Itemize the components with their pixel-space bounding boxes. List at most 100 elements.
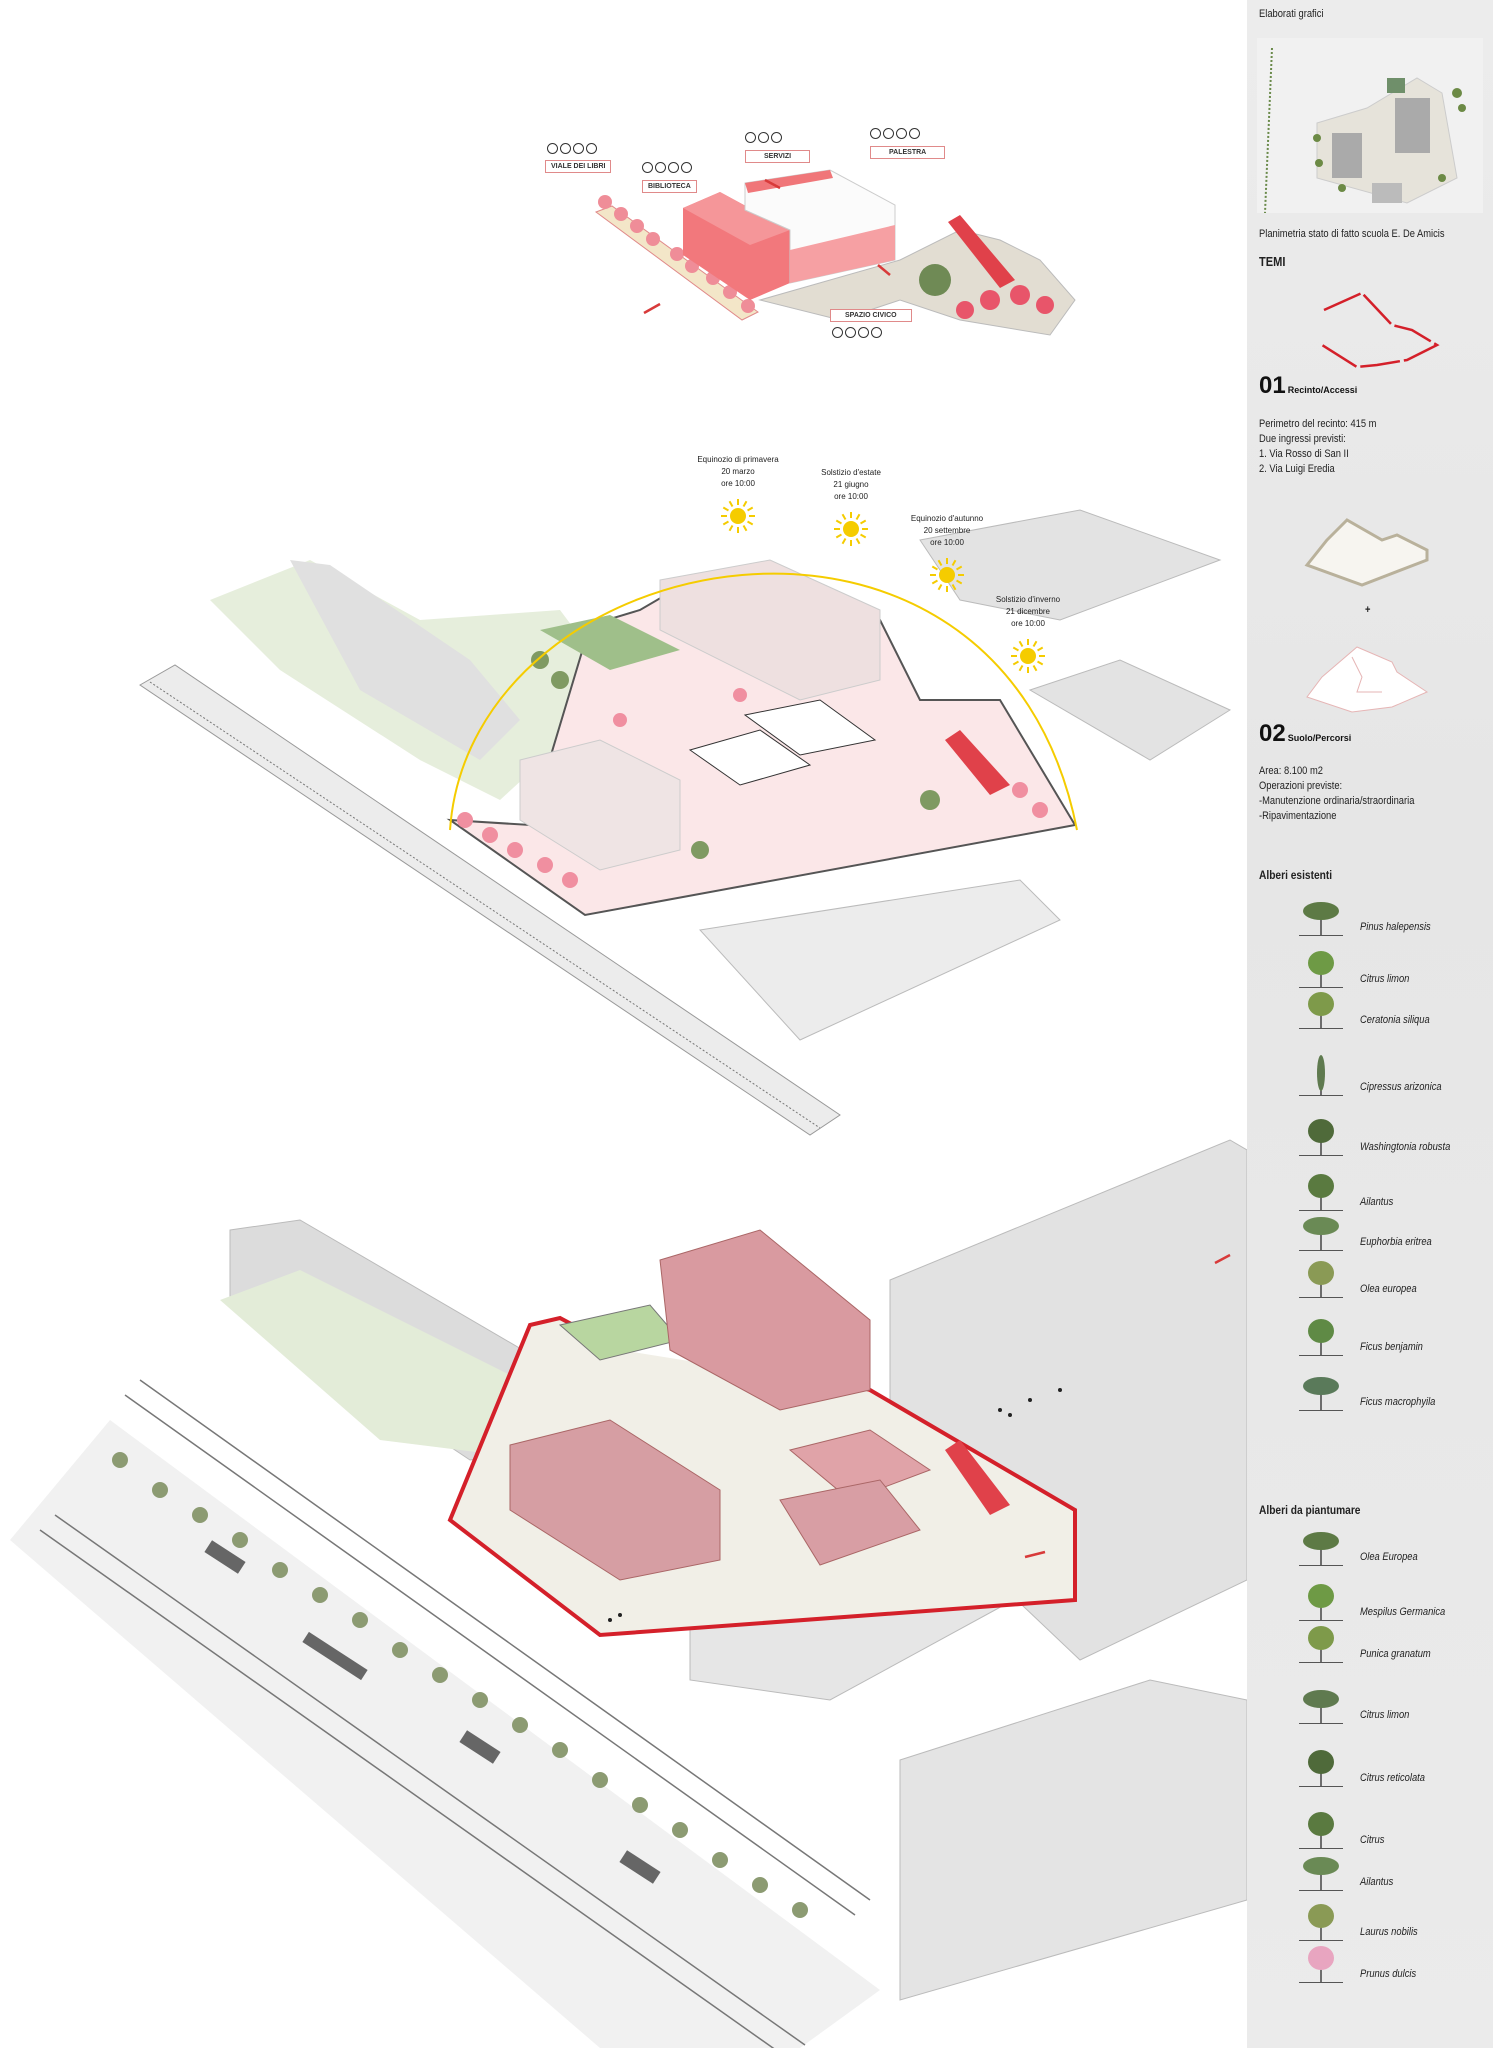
computer-icon	[681, 162, 692, 173]
services-wall	[745, 170, 833, 193]
tree-species-name: Cipressus arizonica	[1360, 1081, 1442, 1093]
tree-icon	[1303, 1690, 1339, 1723]
tree-species-name: Citrus limon	[1360, 973, 1410, 985]
umbrella-icon	[832, 327, 843, 338]
tree-icon	[1303, 1857, 1339, 1890]
bus-icon	[547, 143, 558, 154]
sports-field	[540, 615, 680, 670]
program-axonometric	[594, 169, 1076, 336]
program-diagram: VIALE DEI LIBRI BIBLIOTECA SERVIZI PALES…	[0, 0, 1247, 360]
site-axonometric-drawing	[10, 1139, 1247, 2048]
tree-species-name: Euphorbia eritrea	[1360, 1236, 1432, 1248]
sun-icon	[1011, 639, 1045, 673]
tree-legend-item: Citrus limon	[1247, 1673, 1493, 1733]
terrain	[758, 229, 1076, 336]
tree-species-name: Punica granatum	[1360, 1648, 1431, 1660]
tree-icon	[1308, 1174, 1334, 1210]
ground-line	[1299, 1210, 1343, 1211]
gymnast-icon	[870, 128, 881, 139]
tree-species-name: Ficus benjamin	[1360, 1341, 1423, 1353]
legend-sidebar: Elaborati grafici Planimetria stato di f…	[1247, 0, 1493, 2048]
theme-description-line: 1. Via Rosso di San II	[1259, 448, 1349, 460]
grey-block-bottom	[699, 879, 1061, 1041]
sun-label-time: ore 10:00	[1011, 619, 1045, 628]
sun-icon	[834, 512, 868, 546]
shower-icon	[758, 132, 769, 143]
pergola-red	[948, 215, 1015, 288]
tree-species-name: Ceratonia siliqua	[1360, 1014, 1430, 1026]
tree-species-name: Washingtonia robusta	[1360, 1141, 1451, 1153]
ground-line	[1299, 1848, 1343, 1849]
tree-legend-item: Olea europea	[1247, 1247, 1493, 1307]
sun-arc	[449, 572, 1078, 831]
theme-description-line: Area: 8.100 m2	[1259, 765, 1323, 777]
tree-species-name: Olea Europea	[1360, 1551, 1418, 1563]
school-building-b	[519, 739, 681, 871]
gym-side	[790, 225, 895, 283]
tree-species-name: Pinus halepensis	[1360, 921, 1431, 933]
tree-icon	[1308, 1904, 1334, 1940]
tree-icon	[1308, 951, 1334, 987]
tree-legend-item: Ailantus	[1247, 1840, 1493, 1900]
theme-description-line: Operazioni previste:	[1259, 780, 1343, 792]
tree-icon	[1308, 992, 1334, 1028]
new-trees-heading: Alberi da piantumare	[1259, 1503, 1361, 1517]
plan-caption: Planimetria stato di fatto scuola E. De …	[1259, 228, 1445, 240]
sun-label-date: 21 dicembre	[1005, 607, 1051, 616]
people-icon	[642, 162, 653, 173]
temi-heading: TEMI	[1259, 254, 1286, 269]
tree-legend-item: Citrus	[1247, 1798, 1493, 1858]
wc-icon	[745, 132, 756, 143]
sun-label-title: Equinozio d'autunno	[910, 514, 984, 523]
tree-icon	[573, 143, 584, 154]
soil-slab-icon	[1304, 518, 1429, 587]
theme-description-line: Perimetro del recinto: 415 m	[1259, 418, 1377, 430]
tree-legend-item: Punica granatum	[1247, 1612, 1493, 1672]
school-building-north	[659, 1229, 871, 1411]
existing-trees-heading: Alberi esistenti	[1259, 868, 1333, 882]
tree-icon	[1308, 1584, 1334, 1620]
tree-legend-item: Cipressus arizonica	[1247, 1045, 1493, 1105]
walker-icon	[586, 143, 597, 154]
family-icon	[845, 327, 856, 338]
fence-outline-icon	[1321, 291, 1440, 369]
ground-line	[1299, 1297, 1343, 1298]
theme-title: Suolo/Percorsi	[1287, 733, 1352, 743]
swimmer-icon	[896, 128, 907, 139]
site-axonometric	[0, 1060, 1247, 2048]
callout-biblioteca: BIBLIOTECA	[642, 180, 697, 193]
sun-label-title: Solstizio d'inverno	[995, 595, 1061, 604]
tree-species-name: Citrus reticolata	[1360, 1772, 1425, 1784]
pine-trees	[112, 1452, 808, 1918]
biblioteca-icons	[642, 162, 692, 173]
tree-icon	[1303, 1217, 1339, 1250]
callout-palestra: PALESTRA	[870, 146, 946, 159]
tree-legend-item: Laurus nobilis	[1247, 1890, 1493, 1950]
callout-spazio-civico: SPAZIO CIVICO	[830, 309, 912, 322]
theme-description-line: -Ripavimentazione	[1259, 810, 1337, 822]
tree-legend-item: Citrus reticolata	[1247, 1736, 1493, 1796]
tree-species-name: Ailantus	[1360, 1196, 1394, 1208]
tree-icon	[1308, 1946, 1334, 1982]
theme-number: 02	[1259, 720, 1286, 747]
tree-legend-item: Pinus halepensis	[1247, 885, 1493, 945]
tree-legend-item: Ficus benjamin	[1247, 1305, 1493, 1365]
paths-outline-icon	[1306, 646, 1429, 713]
court-2	[743, 699, 877, 756]
tree-legend-item: Olea Europea	[1247, 1515, 1493, 1575]
trophy-icon	[909, 128, 920, 139]
grey-block-right	[919, 509, 1222, 621]
tree-species-name: Citrus limon	[1360, 1709, 1410, 1721]
tree-icon	[1308, 1119, 1334, 1155]
tree-species-name: Mespilus Germanica	[1360, 1606, 1446, 1618]
sun-label-time: ore 10:00	[834, 492, 868, 501]
tree-legend-item: Washingtonia robusta	[1247, 1105, 1493, 1165]
tree-icon	[1308, 1319, 1334, 1355]
ground-line	[1299, 935, 1343, 936]
access-arrows	[643, 178, 891, 315]
ground-line	[1299, 1662, 1343, 1663]
